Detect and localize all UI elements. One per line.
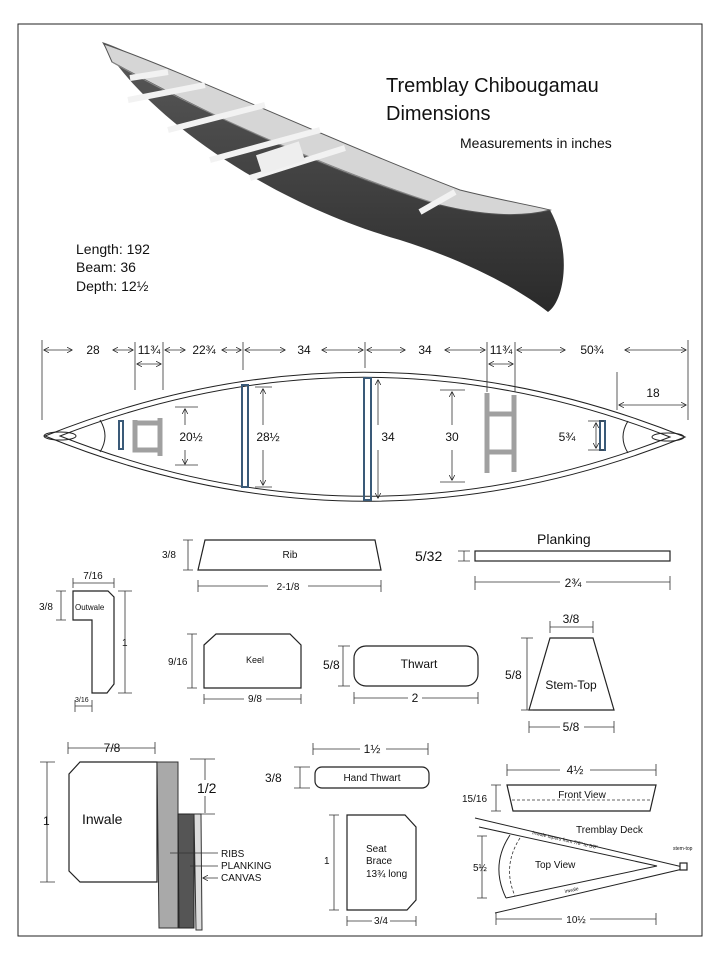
outwale-label: Outwale — [75, 603, 105, 612]
outwale-profile: Outwale 7/16 3/8 1 3/16 — [39, 571, 132, 712]
stem-top-label: Stem-Top — [545, 678, 597, 692]
deck-inwale-note: inwale — [564, 886, 579, 895]
title-line1: Tremblay Chibougamau — [386, 75, 599, 97]
thwart-width: 2 — [412, 691, 419, 705]
seats — [132, 393, 517, 473]
seat-brace-width: 3/4 — [374, 916, 388, 927]
inwale-label: Inwale — [82, 811, 123, 827]
dim-top-3: 22¾ — [192, 343, 216, 357]
planking-profile: Planking 5/32 2¾ — [415, 531, 671, 590]
thwarts — [118, 377, 606, 501]
deck-stem-note: stem-top — [673, 846, 693, 852]
inwale-profile: Inwale 7/8 1 1/2 RIBS PLANKING CANVAS — [40, 741, 272, 931]
subtitle: Measurements in inches — [460, 135, 612, 151]
hand-thwart-profile: Hand Thwart 1½ 3/8 — [265, 742, 430, 789]
seat-brace-line3: 13¾ long — [366, 869, 407, 880]
hand-thwart-label: Hand Thwart — [343, 773, 400, 784]
width-3: 34 — [381, 430, 395, 444]
planking-height: 5/32 — [415, 548, 442, 564]
rib-label: Rib — [282, 550, 297, 561]
spec-beam: Beam: 36 — [76, 259, 136, 275]
canoe-photo — [102, 42, 564, 312]
thwart-profile: Thwart 5/8 2 — [323, 645, 479, 705]
deck-length: 10½ — [566, 915, 586, 926]
width-4: 30 — [445, 430, 459, 444]
width-2: 28½ — [256, 430, 279, 444]
stem-top-height: 5/8 — [505, 668, 522, 682]
keel-label: Keel — [246, 655, 264, 665]
stem-top-top: 3/8 — [563, 612, 580, 626]
keel-width: 9/8 — [248, 694, 262, 705]
seat-brace-line2: Brace — [366, 856, 393, 867]
width-5: 5¾ — [559, 430, 577, 444]
outwale-side: 3/8 — [39, 602, 53, 613]
keel-height: 9/16 — [168, 657, 188, 668]
layer-canvas: CANVAS — [221, 873, 262, 884]
seat-brace-height: 1 — [324, 856, 330, 867]
rib-height: 3/8 — [162, 550, 176, 561]
deck-front-label: Front View — [558, 790, 606, 801]
spec-length: Length: 192 — [76, 241, 150, 257]
thwart-height: 5/8 — [323, 658, 340, 672]
rib-profile: Rib 3/8 2-1/8 — [162, 539, 382, 593]
stem-top-profile: Stem-Top 3/8 5/8 5/8 — [505, 612, 615, 734]
plan-view: 28 11¾ 22¾ 34 34 11¾ 50¾ 18 20½ 28½ 34 3… — [41, 340, 689, 501]
dim-top-2: 11¾ — [138, 343, 161, 357]
planking-width: 2¾ — [565, 576, 583, 590]
planking-label: Planking — [537, 531, 591, 547]
thwart-label: Thwart — [401, 657, 438, 671]
outwale-bottom: 3/16 — [75, 697, 89, 704]
seat-brace-line1: Seat — [366, 844, 387, 855]
layer-ribs: RIBS — [221, 849, 245, 860]
dim-top-7: 50¾ — [580, 343, 604, 357]
dim-top-5: 34 — [418, 343, 432, 357]
spec-depth: Depth: 12½ — [76, 278, 149, 294]
dim-end: 18 — [646, 386, 660, 400]
hand-thwart-height: 3/8 — [265, 771, 282, 785]
seat-brace-profile: Seat Brace 13¾ long 1 3/4 — [324, 814, 417, 927]
deck-title: Tremblay Deck — [576, 825, 644, 836]
inwale-width: 7/8 — [104, 741, 121, 755]
layer-planking: PLANKING — [221, 861, 272, 872]
outwale-top: 7/16 — [83, 571, 103, 582]
deck-top-label: Top View — [535, 860, 576, 871]
stem-top-bottom: 5/8 — [563, 720, 580, 734]
deck-front-width: 4½ — [567, 763, 584, 777]
deck-front-height: 15/16 — [462, 794, 487, 805]
hand-thwart-width: 1½ — [364, 742, 381, 756]
keel-profile: Keel 9/16 9/8 — [168, 633, 302, 705]
dim-top-1: 28 — [86, 343, 100, 357]
deck-width: 5½ — [473, 863, 488, 874]
title-line2: Dimensions — [386, 103, 490, 125]
dim-top-4: 34 — [297, 343, 311, 357]
outwale-height: 1 — [122, 638, 128, 649]
width-1: 20½ — [179, 430, 202, 444]
inwale-height: 1 — [43, 814, 50, 828]
rib-width: 2-1/8 — [277, 582, 300, 593]
dim-top-6: 11¾ — [490, 343, 513, 357]
inwale-offset: 1/2 — [197, 780, 217, 796]
